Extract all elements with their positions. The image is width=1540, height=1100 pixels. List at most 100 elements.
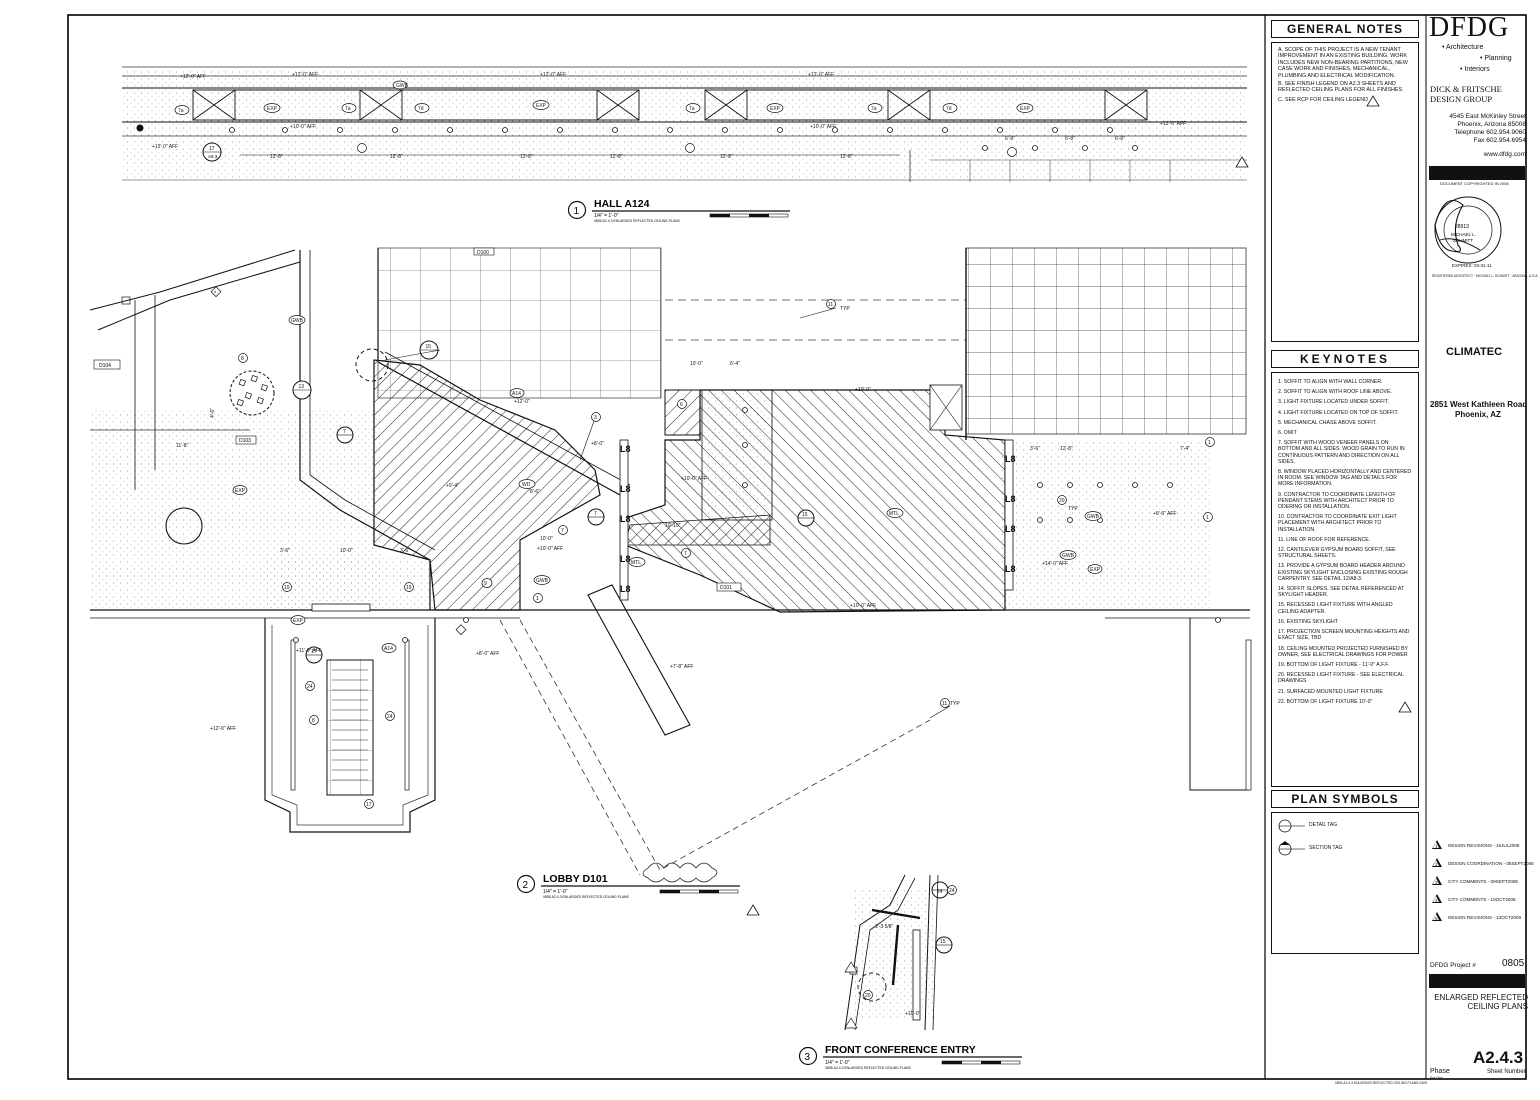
svg-text:L8: L8	[1005, 564, 1016, 574]
plan2-title: LOBBY D101	[543, 873, 608, 885]
firm-web: www.dfdg.com	[1483, 151, 1526, 158]
svg-text:TYP: TYP	[840, 306, 850, 312]
svg-text:15: 15	[426, 344, 432, 350]
svg-text:EXP: EXP	[1090, 567, 1101, 573]
svg-text:MTL: MTL	[889, 511, 899, 517]
sheet-border	[67, 14, 1527, 1080]
plan1-title: HALL A124	[594, 198, 650, 210]
svg-text:MICHAEL L.: MICHAEL L.	[1451, 232, 1476, 237]
svg-text:7: 7	[684, 551, 687, 557]
svg-text:1: 1	[1208, 440, 1211, 446]
svg-text:20: 20	[865, 993, 871, 999]
svg-text:D103: D103	[239, 438, 251, 444]
keynote-item: 12. CANTILEVER GYPSUM BOARD SOFFIT, SEE …	[1278, 547, 1396, 560]
svg-text:6'-8": 6'-8"	[1005, 136, 1015, 142]
symbol-glyphs	[1278, 819, 1305, 856]
svg-text:24: 24	[949, 888, 955, 894]
svg-text:+12'-0" AFF: +12'-0" AFF	[808, 72, 834, 78]
firm-name-2: DESIGN GROUP	[1430, 94, 1493, 104]
svg-text:6'-4": 6'-4"	[730, 361, 740, 367]
sheet-number-label: Sheet Number	[1487, 1069, 1526, 1075]
tag-7a: 7a	[178, 108, 184, 114]
svg-text:24: 24	[387, 714, 393, 720]
svg-text:+12'-0" AFF: +12'-0" AFF	[152, 144, 178, 150]
svg-text:+12'-0" AFF: +12'-0" AFF	[1160, 121, 1186, 127]
svg-text:9: 9	[484, 581, 487, 587]
revision-delta-icon	[1432, 912, 1442, 921]
svg-text:MTL: MTL	[631, 560, 641, 566]
svg-text:EXP: EXP	[235, 488, 246, 494]
revision-number: 2	[1435, 862, 1438, 867]
svg-text:11: 11	[942, 701, 947, 707]
svg-text:17: 17	[311, 649, 317, 655]
seal-text: REGISTERED ARCHITECT · MICHAEL L. SCHMIT…	[1432, 274, 1539, 278]
svg-text:1: 1	[536, 596, 539, 602]
svg-text:A14: A14	[384, 646, 393, 652]
general-note-c: C. SEE RCP FOR CEILING LEGEND	[1278, 97, 1369, 103]
svg-text:L8: L8	[620, 584, 631, 594]
firm-fax: Fax 602.954.6954	[1473, 137, 1526, 144]
svg-text:+8'-0" AFF: +8'-0" AFF	[476, 651, 499, 657]
svg-text:D101: D101	[720, 585, 732, 591]
keynote-item: 1. SOFFIT TO ALIGN WITH WALL CORNER.	[1278, 379, 1383, 385]
revision-delta-icon	[1432, 876, 1442, 885]
svg-text:+10'-0" AFF: +10'-0" AFF	[850, 603, 876, 609]
svg-text:+11'-0": +11'-0"	[905, 1011, 921, 1017]
project-address-1: 2851 West Kathleen Road	[1430, 400, 1528, 409]
plan3-number: 3	[805, 1052, 811, 1063]
svg-text:8: 8	[312, 718, 315, 724]
keynote-item: 11. LINE OF ROOF FOR REFERENCE.	[1278, 536, 1371, 543]
general-note-a: A. SCOPE OF THIS PROJECT IS A NEW TENANT…	[1278, 47, 1408, 79]
plan3-title: FRONT CONFERENCE ENTRY	[825, 1044, 976, 1056]
svg-text:GWB: GWB	[1087, 514, 1100, 520]
svg-text:12'-8": 12'-8"	[610, 154, 623, 160]
svg-text:7a: 7a	[871, 106, 877, 112]
svg-text:17: 17	[366, 802, 372, 808]
svg-text:L8: L8	[620, 484, 631, 494]
firm-logo: DFDG	[1429, 12, 1510, 43]
svg-text:4: 4	[214, 289, 217, 294]
svg-text:6'-8": 6'-8"	[1065, 136, 1075, 142]
keynote-item: 13. PROVIDE A GYPSUM BOARD HEADER AROUND…	[1278, 563, 1408, 582]
svg-text:A14: A14	[512, 391, 521, 397]
svg-text:12'-8": 12'-8"	[520, 154, 533, 160]
plan3-sub: 0805-A2.4.3 ENLARGED REFLECTED CEILING P…	[825, 1066, 911, 1070]
svg-text:19: 19	[284, 585, 290, 591]
svg-text:20: 20	[1059, 498, 1065, 504]
sheet-title-1: ENLARGED REFLECTED	[1434, 993, 1528, 1002]
keynote-item: 15. RECESSED LIGHT FIXTURE WITH ANGLED C…	[1278, 602, 1393, 615]
svg-text:10'-0": 10'-0"	[690, 361, 703, 367]
svg-text:7: 7	[594, 511, 597, 517]
svg-text:13: 13	[299, 384, 305, 390]
svg-text:3'-6": 3'-6"	[280, 548, 290, 554]
sheet-title-2: CEILING PLANS	[1467, 1002, 1528, 1011]
revision-text: DESIGN REVISIONS - 16JUL2008	[1448, 843, 1520, 848]
firm-service-interiors: • Interiors	[1460, 66, 1490, 73]
svg-text:GWB: GWB	[536, 578, 549, 584]
svg-text:10'-0": 10'-0"	[540, 536, 553, 542]
plan-symbols-box	[1271, 812, 1419, 954]
svg-text:15: 15	[940, 939, 946, 945]
revision-number: 1	[1435, 844, 1438, 849]
svg-text:L8: L8	[1005, 494, 1016, 504]
revision-delta-icon	[1432, 840, 1442, 849]
svg-text:+10'-0" AFF: +10'-0" AFF	[810, 124, 836, 130]
plan-hall-a124: 7a 7a 7d 7a 7a 7d EXP EXP EXP EXP GWB +1…	[122, 66, 1247, 182]
svg-text:L8: L8	[1005, 524, 1016, 534]
firm-telephone: Telephone 602.954.9060	[1454, 129, 1526, 136]
keynote-item: 8. WINDOW PLACED HORIZONTALLY AND CENTER…	[1278, 469, 1412, 488]
architect-seal: 28913 MICHAEL L. SCHMITT	[1434, 196, 1502, 264]
svg-text:+10'-0": +10'-0"	[855, 387, 871, 393]
svg-text:+9'-4": +9'-4"	[446, 483, 459, 489]
plan1-scale: 1/4" = 1'-0"	[594, 213, 619, 219]
client-name: CLIMATEC	[1446, 346, 1503, 358]
elev-label: +12'-0" AFF	[180, 74, 206, 80]
phase-label: Phase	[1430, 1068, 1450, 1075]
svg-text:12'-8": 12'-8"	[840, 154, 853, 160]
firm-name-1: DICK & FRITSCHE	[1430, 84, 1502, 94]
svg-text:+14'-0" AFF: +14'-0" AFF	[1042, 561, 1068, 567]
plan2-number: 2	[523, 880, 529, 891]
svg-text:15: 15	[802, 512, 808, 518]
